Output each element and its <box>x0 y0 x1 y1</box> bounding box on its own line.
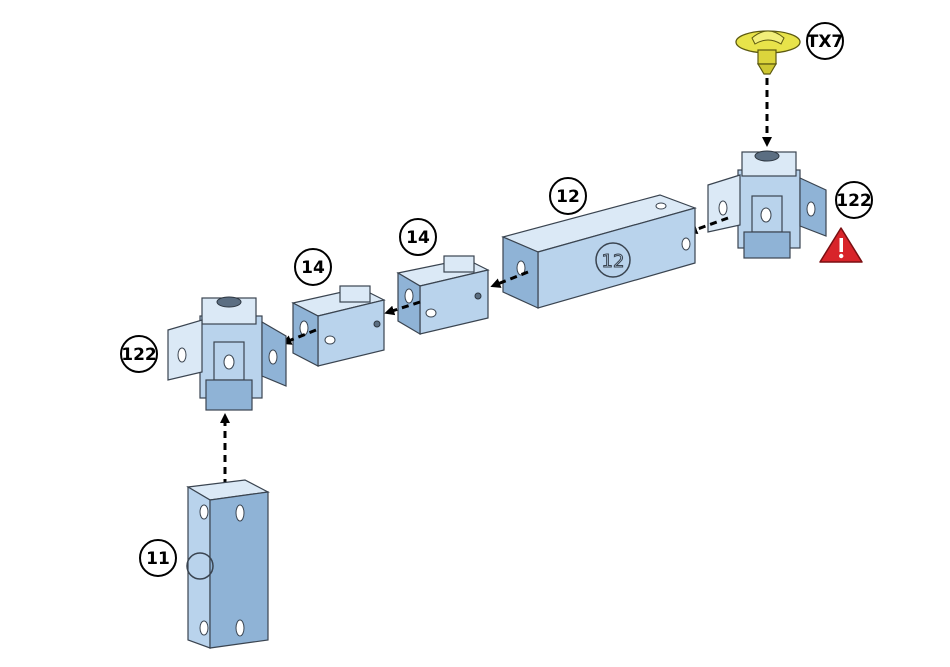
screw-part <box>736 31 800 74</box>
tube-vertical-part <box>187 480 268 648</box>
callout-tube-vertical-label: 11 <box>146 549 170 569</box>
callout-screw-label: TX7 <box>807 32 844 52</box>
callout-clip-right-label: 14 <box>406 228 430 248</box>
tube-long-part: 12 <box>503 195 695 308</box>
callout-connector-right-label: 122 <box>836 191 872 211</box>
callout-tube-vertical: 11 <box>140 540 176 576</box>
callout-connector-left: 122 <box>121 336 157 372</box>
callout-clip-left: 14 <box>295 249 331 285</box>
callout-clip-left-label: 14 <box>301 258 325 278</box>
callout-tube-long-label: 12 <box>556 187 580 207</box>
callout-connector-right: 122 <box>836 182 872 218</box>
clip-left-part <box>293 286 384 366</box>
callout-connector-left-label: 122 <box>121 345 157 365</box>
clip-right-part <box>398 256 488 334</box>
connector-left <box>168 297 286 410</box>
connector-right <box>708 151 826 258</box>
callout-tube-long: 12 <box>550 178 586 214</box>
callout-clip-right: 14 <box>400 219 436 255</box>
tube-long-stamp: 12 <box>602 251 625 272</box>
callout-screw: TX7 <box>807 23 844 59</box>
